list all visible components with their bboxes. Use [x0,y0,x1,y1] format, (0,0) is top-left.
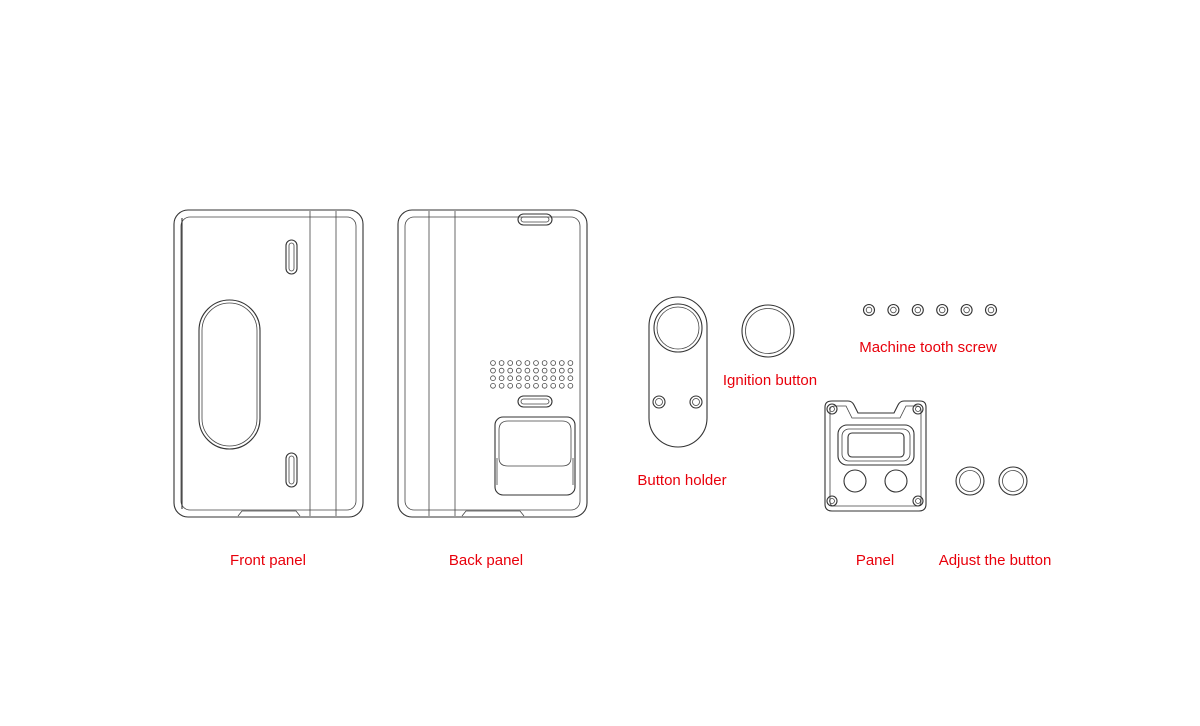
grille-hole [533,360,539,366]
grille-hole [515,375,522,382]
screw [862,303,876,317]
machine-tooth-screw-label: Machine tooth screw [859,339,997,356]
grille-hole [515,360,522,366]
grille-hole [533,367,539,374]
back-panel-label: Back panel [448,552,524,569]
back-panel-drawing [397,209,588,518]
grille-hole [524,375,531,382]
grille-hole [558,375,565,382]
screw-head [890,306,897,314]
front-panel-drawing [173,209,364,518]
grille-hole [541,360,548,366]
grille-hole [498,382,505,389]
grille-hole [558,382,565,389]
grille-hole [550,375,556,382]
grille-hole [524,382,531,389]
grille-hole [541,375,548,382]
grille-hole [498,375,505,382]
grille-hole [558,360,565,366]
grille-hole [533,375,539,382]
ignition-button-label: Ignition button [722,372,818,389]
grille-hole [490,382,496,389]
screw-head [963,306,970,314]
grille-hole [490,360,496,366]
grille-hole [524,360,531,366]
screw-head [865,306,873,314]
screw-head [939,306,946,314]
screw [911,303,924,317]
grille-hole [498,360,505,366]
button-holder-label: Button holder [637,472,727,489]
grille-hole [541,382,548,389]
grille-hole [550,382,556,389]
grille-hole [533,382,539,389]
grille-hole [567,367,574,374]
screw-head [914,306,921,314]
grille-hole [567,375,574,382]
grille-hole [507,367,514,374]
panel-label: Panel [855,552,895,569]
grille-hole [507,360,514,366]
grille-hole [515,382,522,389]
screw [960,303,973,317]
grille-hole [550,360,556,366]
adjust-button-label: Adjust the button [938,552,1052,569]
grille-hole [524,367,531,374]
screw [887,303,900,317]
button-holder-drawing [648,296,708,448]
grille-hole [558,367,565,374]
grille-hole [490,375,496,382]
grille-hole [567,360,574,366]
screw-head [987,306,995,314]
panel-drawing [824,400,927,512]
ignition-button-drawing [741,304,795,358]
grille-hole [541,367,548,374]
screw [984,303,998,317]
speaker-grille [490,360,574,389]
grille-hole [507,382,514,389]
screw [936,303,949,317]
adjust-buttons-drawing [955,466,1028,496]
grille-hole [507,375,514,382]
machine-tooth-screws-drawing [862,303,998,317]
grille-hole [498,367,505,374]
front-panel-label: Front panel [230,552,306,569]
grille-hole [550,367,556,374]
grille-hole [490,367,496,374]
grille-hole [567,382,574,389]
grille-hole [515,367,522,374]
